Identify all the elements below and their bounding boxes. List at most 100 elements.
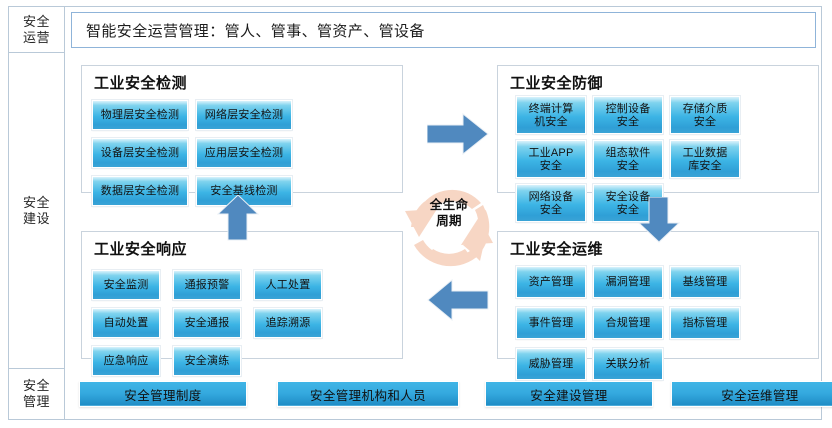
sidebar-item-security-operations: 安全 运营 [9,7,64,53]
capability-card-label: 安全 [616,204,640,216]
capability-card-label: 漏洞管理 [605,275,651,288]
capability-card[interactable]: 应急响应 [91,345,161,377]
management-button-0[interactable]: 安全管理制度 [79,381,247,407]
management-button-3[interactable]: 安全运维管理 [671,381,832,407]
capability-card[interactable]: 漏洞管理 [592,265,664,299]
capability-card-label: 安全监测 [103,278,149,291]
capability-card[interactable]: 安全监测 [91,269,161,301]
capability-card-label: 组态软件 [605,147,651,159]
management-button-1[interactable]: 安全管理机构和人员 [277,381,459,407]
capability-card-label: 自动处置 [103,316,149,329]
lifecycle-label: 全生命 周期 [397,197,501,229]
diagram-frame: 安全 运营 安全 建设 安全 管理 智能安全运营管理：管人、管事、管资产、管设备… [8,6,832,420]
capability-card[interactable]: 网络设备安全 [515,183,587,223]
capability-card-label: 安全 [539,160,563,172]
card-grid: 安全监测 通报预警 人工处置自动处置 安全通报 追踪溯源应急响应 安全演练 [91,269,394,384]
sidebar-label-security-management: 安全 管理 [23,378,50,410]
capability-card[interactable]: 控制设备安全 [592,95,664,135]
page-title: 智能安全运营管理：管人、管事、管资产、管设备 [71,12,816,48]
capability-card-label: 机安全 [534,116,568,128]
capability-card-label: 网络层安全检测 [204,108,284,121]
capability-card-label: 控制设备 [605,103,651,115]
capability-card-label: 通报预警 [184,278,230,291]
capability-card[interactable]: 人工处置 [253,269,323,301]
capability-card-label: 应急响应 [103,354,149,367]
capability-card-label: 人工处置 [265,278,311,291]
capability-card[interactable]: 数据层安全检测 [91,175,189,207]
sidebar-label-line2: 运营 [22,29,50,45]
capability-card[interactable]: 存储介质安全 [669,95,741,135]
capability-card[interactable]: 事件管理 [515,306,587,340]
card-grid: 物理层安全检测 网络层安全检测设备层安全检测 应用层安全检测数据层安全检测 安全基线检… [91,99,394,214]
capability-card[interactable]: 合规管理 [592,306,664,340]
panel-title: 工业安全响应 [94,241,188,258]
capability-card-label: 数据层安全检测 [100,184,180,197]
capability-card-label: 网络设备 [528,191,574,203]
arrow-right-detect-to-defend [427,113,489,155]
sidebar-item-security-construction: 安全 建设 [9,53,64,369]
sidebar-label-line2: 建设 [22,210,50,226]
capability-card[interactable]: 关联分析 [592,347,664,381]
panel-industrial-security-detection: 工业安全检测 物理层安全检测 网络层安全检测设备层安全检测 应用层安全检测数据层安全… [81,65,403,207]
capability-card-label: 事件管理 [528,316,574,329]
capability-card[interactable]: 网络层安全检测 [195,99,293,131]
sidebar-item-security-management: 安全 管理 [9,369,64,419]
capability-card[interactable]: 终端计算机安全 [515,95,587,135]
sidebar-label-line2: 管理 [22,394,50,409]
capability-card[interactable]: 指标管理 [669,306,741,340]
capability-card-label: 关联分析 [605,357,651,370]
capability-card-label: 安全 [616,160,640,172]
capability-card[interactable]: 工业数据库安全 [669,139,741,179]
sidebar-label-line1: 安全 [22,13,50,29]
capability-card[interactable]: 威胁管理 [515,347,587,381]
capability-card[interactable]: 组态软件安全 [592,139,664,179]
capability-card[interactable]: 通报预警 [172,269,242,301]
capability-card-label: 追踪溯源 [265,316,311,329]
capability-card[interactable]: 应用层安全检测 [195,137,293,169]
panel-title: 工业安全检测 [94,75,188,92]
capability-card-label: 物理层安全检测 [100,108,180,121]
capability-card[interactable]: 资产管理 [515,265,587,299]
management-button-2[interactable]: 安全建设管理 [485,381,653,407]
panel-title: 工业安全运维 [510,241,604,258]
security-management-bar: 安全管理制度 安全管理机构和人员 安全建设管理 安全运维管理 [71,369,832,419]
capability-card-label: 安全演练 [184,354,230,367]
lifecycle-label-line1: 全生命 [429,198,469,212]
capability-card-label: 合规管理 [605,316,651,329]
capability-card[interactable]: 基线管理 [669,265,741,299]
sidebar-label-security-operations: 安全 运营 [23,14,50,46]
capability-card-label: 库安全 [688,160,722,172]
arrow-up-respond-to-detect [217,195,259,241]
panel-industrial-security-response: 工业安全响应 安全监测 通报预警 人工处置自动处置 安全通报 追踪溯源应急响应 安全演练 [81,231,403,377]
capability-card[interactable]: 安全通报 [172,307,242,339]
capability-card[interactable]: 自动处置 [91,307,161,339]
capability-card-label: 安全基线检测 [210,184,278,197]
capability-card-label: 安全 [539,204,563,216]
capability-card[interactable]: 追踪溯源 [253,307,323,339]
capability-card-label: 威胁管理 [528,357,574,370]
capability-card[interactable]: 安全基线检测 [195,175,293,207]
page-title-text: 智能安全运营管理：管人、管事、管资产、管设备 [86,22,425,40]
arrow-left-ops-to-respond [427,279,489,321]
capability-card-label: 设备层安全检测 [100,146,180,159]
capability-card[interactable]: 设备层安全检测 [91,137,189,169]
capability-card[interactable]: 安全演练 [172,345,242,377]
sidebar-label-line1: 安全 [22,378,50,393]
sidebar-divider [64,7,65,419]
capability-card[interactable]: 物理层安全检测 [91,99,189,131]
panel-title: 工业安全防御 [510,75,604,92]
capability-card-label: 存储介质 [682,103,728,115]
capability-card-label: 安全通报 [184,316,230,329]
capability-card-label: 基线管理 [682,275,728,288]
panel-industrial-security-operations: 工业安全运维 资产管理 漏洞管理 基线管理事件管理 合规管理 指标管理威胁管理 关联分析 [497,231,819,381]
capability-card-label: 工业数据 [682,147,728,159]
card-grid: 资产管理 漏洞管理 基线管理事件管理 合规管理 指标管理威胁管理 关联分析 [515,265,810,389]
capability-card-label: 安全 [616,116,640,128]
capability-card-label: 资产管理 [528,275,574,288]
arrow-down-defend-to-ops [638,197,680,243]
capability-card-label: 应用层安全检测 [204,146,284,159]
capability-card-label: 安全设备 [605,191,651,203]
